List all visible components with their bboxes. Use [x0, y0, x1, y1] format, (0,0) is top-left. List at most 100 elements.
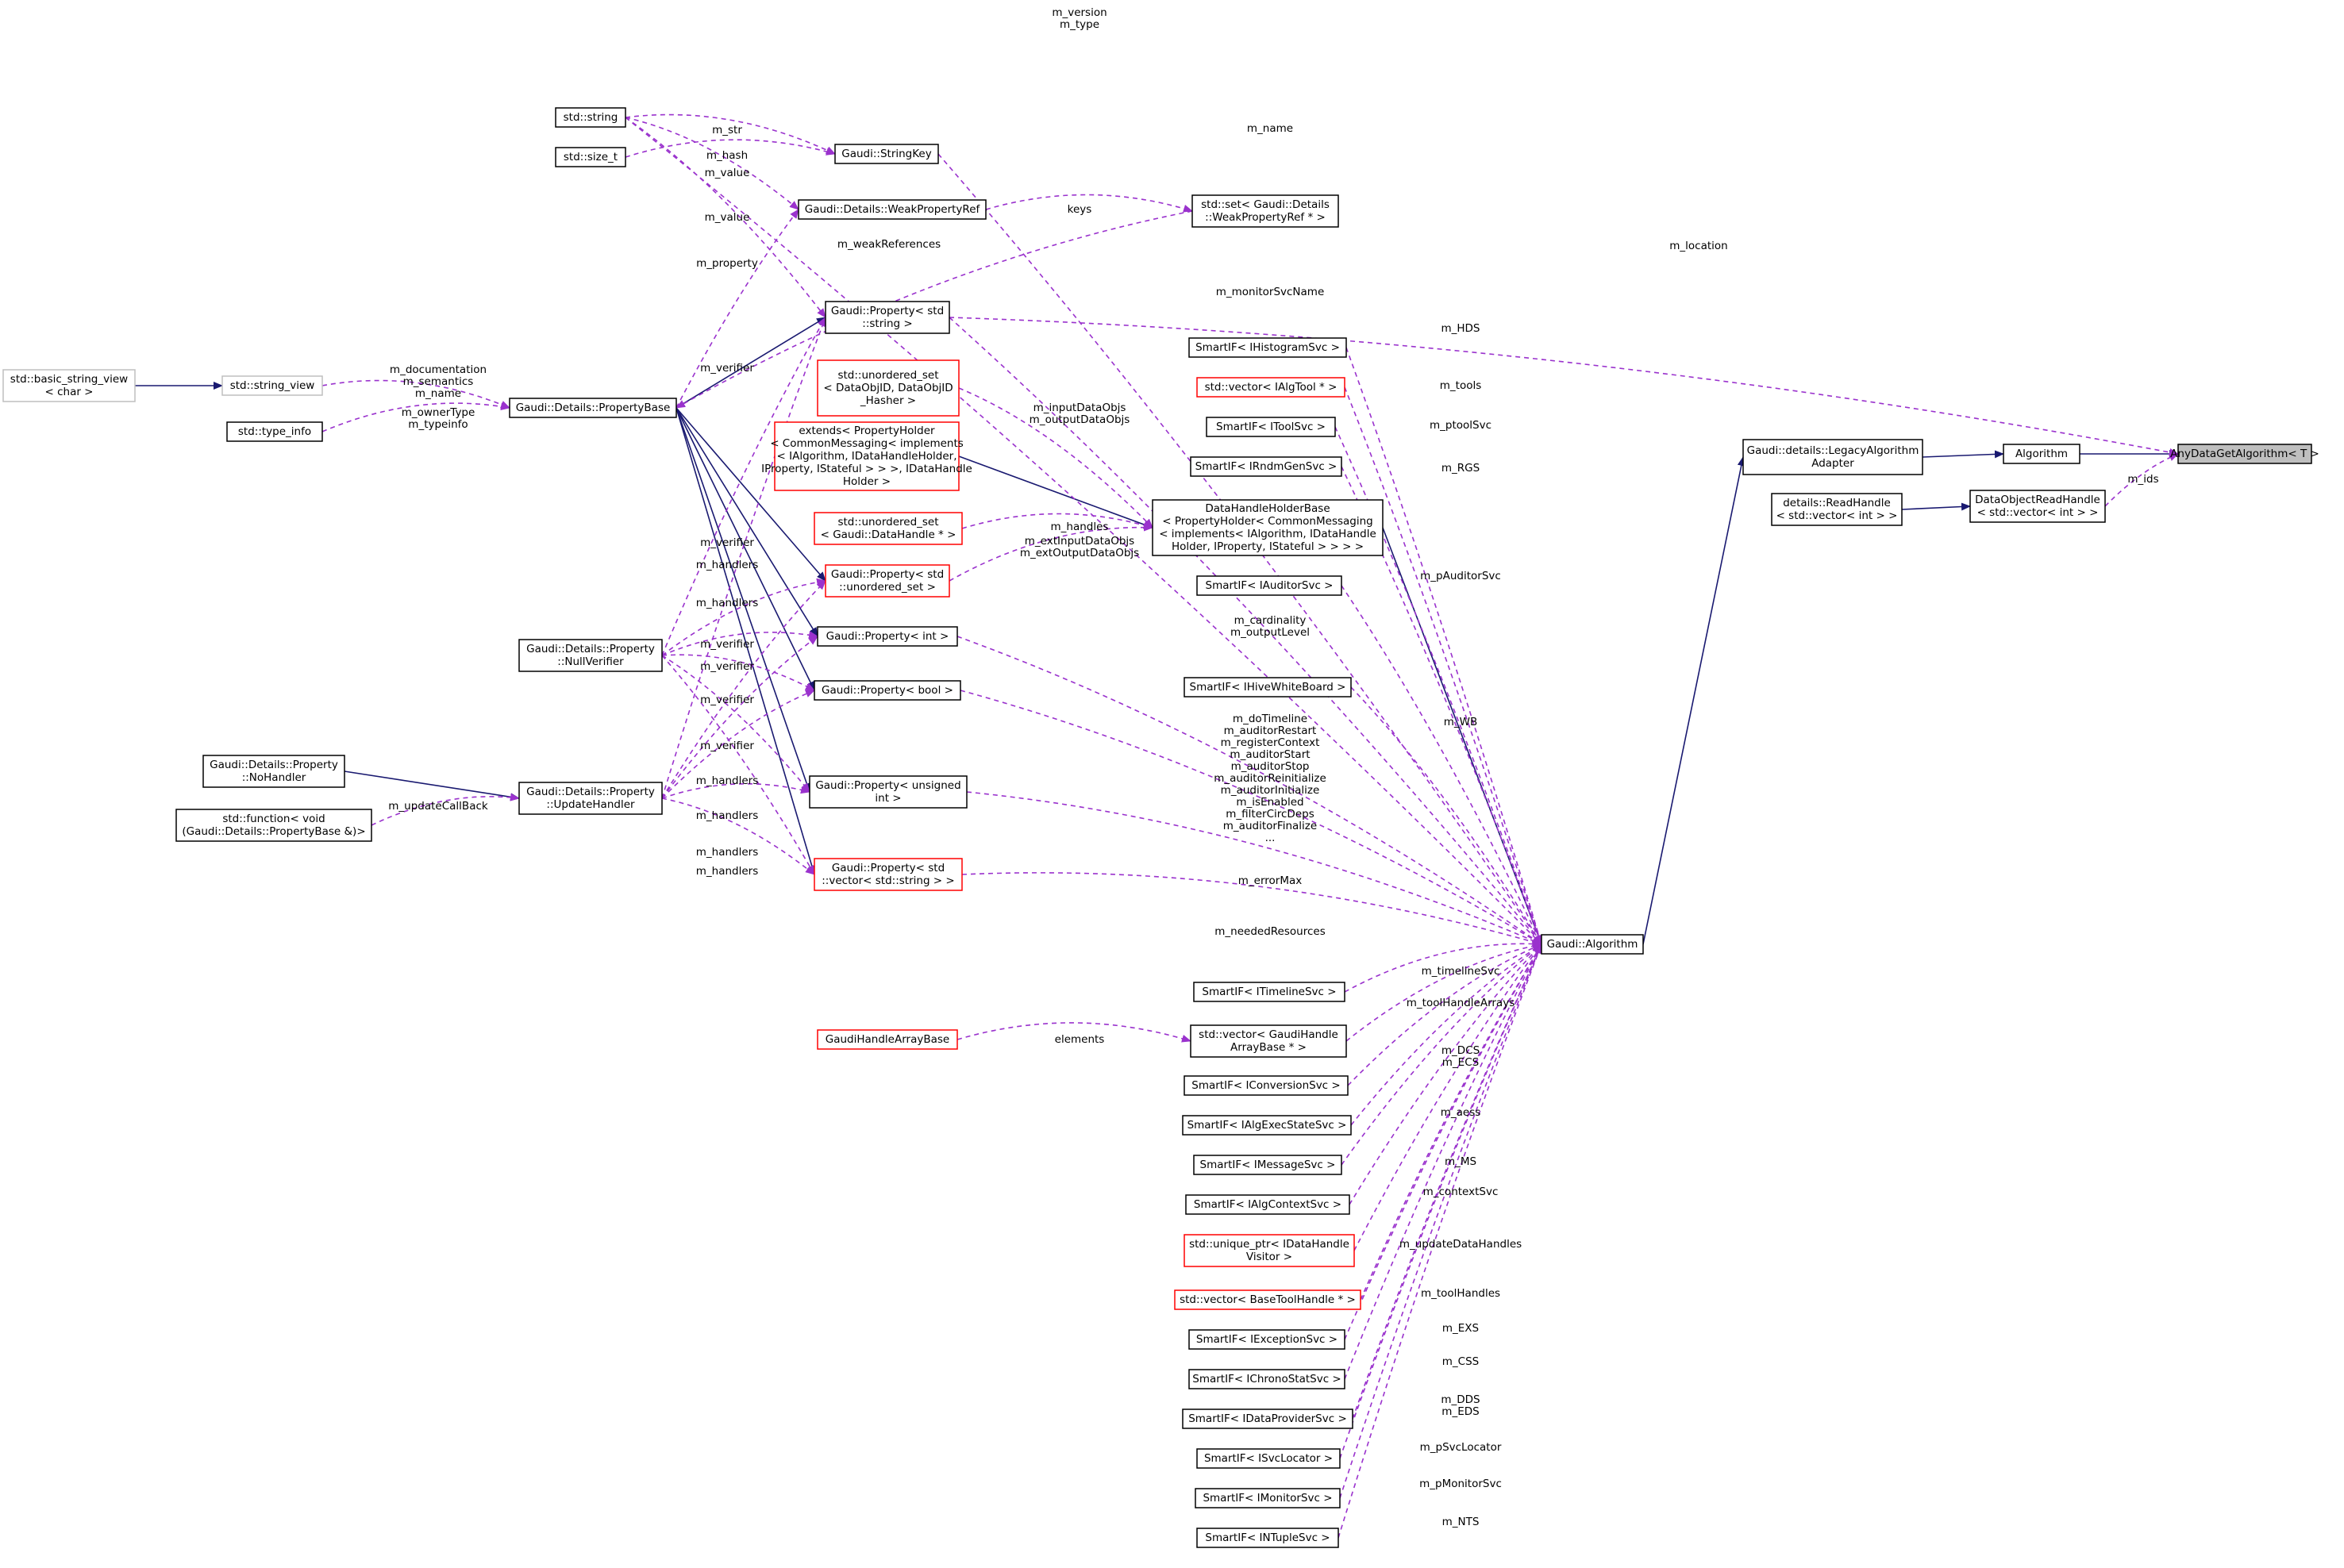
node-std-function[interactable]: std::function< void(Gaudi::Details::Prop… [175, 809, 372, 842]
node-vec-base-tool-handle[interactable]: std::vector< BaseToolHandle * > [1174, 1289, 1361, 1310]
node-label-line: Gaudi::Algorithm [1547, 938, 1638, 951]
inheritance-edge-11 [675, 407, 811, 793]
node-prop-int[interactable]: Gaudi::Property< int > [817, 626, 958, 647]
node-vec-gaudi-handle-array[interactable]: std::vector< GaudiHandleArrayBase * > [1190, 1024, 1347, 1058]
node-string-key[interactable]: Gaudi::StringKey [834, 144, 939, 164]
node-intuple-svc[interactable]: SmartIF< INTupleSvc > [1196, 1528, 1339, 1548]
node-stdstring[interactable]: std::string [555, 107, 626, 128]
edge-label-dotimeline: ... [1265, 832, 1276, 844]
edge-label-handlers4: m_handlers [696, 809, 759, 822]
node-update-handler[interactable]: Gaudi::Details::Property::UpdateHandler [518, 782, 663, 815]
usage-edge-21 [1334, 426, 1543, 945]
node-ihistogram-svc[interactable]: SmartIF< IHistogramSvc > [1188, 337, 1347, 358]
node-box [1184, 1234, 1355, 1267]
edge-label-pmonitorsvc: m_pMonitorSvc [1419, 1478, 1502, 1490]
usage-edge-29 [1344, 940, 1542, 993]
node-prop-string[interactable]: Gaudi::Property< std::string > [825, 301, 950, 334]
node-label-line: std::set< Gaudi::Details [1201, 198, 1330, 211]
edge-label-verifier4: m_verifier [700, 660, 754, 673]
node-box [2177, 444, 2312, 464]
node-label-line: Gaudi::Property< std [832, 862, 945, 874]
node-label-line: AnyDataGetAlgorithm< T > [2170, 448, 2319, 460]
usage-edge-55 [321, 402, 510, 432]
node-ialg-context-svc[interactable]: SmartIF< IAlgContextSvc > [1185, 1194, 1350, 1215]
edge-label-ms: m_MS [1445, 1155, 1476, 1168]
edge-label-contextsvc: m_contextSvc [1423, 1186, 1499, 1198]
edge-label-timelinesvc: m_timelineSvc [1422, 965, 1500, 978]
node-box [814, 512, 963, 545]
node-prop-vec-string[interactable]: Gaudi::Property< std::vector< std::strin… [814, 858, 963, 891]
node-iconversion-svc[interactable]: SmartIF< IConversionSvc > [1184, 1075, 1349, 1096]
node-type-info[interactable]: std::type_info [226, 421, 323, 442]
inheritance-edge-4 [958, 455, 1153, 528]
edge-label-hds: m_HDS [1441, 322, 1480, 335]
node-algorithm[interactable]: Algorithm [2003, 444, 2080, 464]
node-label-line: Gaudi::Property< unsigned [815, 779, 960, 792]
node-label-line: int > [875, 792, 901, 805]
node-stdsize[interactable]: std::size_t [555, 147, 626, 167]
node-weak-prop-ref[interactable]: Gaudi::Details::WeakPropertyRef [798, 199, 987, 220]
node-label-line: < CommonMessaging< implements [770, 437, 964, 450]
node-imessage-svc[interactable]: SmartIF< IMessageSvc > [1193, 1155, 1342, 1175]
node-label-line: Gaudi::Details::Property [210, 759, 338, 771]
node-irndm-gen-svc[interactable]: SmartIF< IRndmGenSvc > [1190, 456, 1342, 477]
usage-edge-40 [1339, 943, 1542, 1459]
node-label-line: ::vector< std::string > > [822, 874, 954, 887]
edge-label-version: m_type [1060, 18, 1099, 31]
node-gaudi-handle-array-base[interactable]: GaudiHandleArrayBase [817, 1029, 958, 1050]
node-property-base[interactable]: Gaudi::Details::PropertyBase [509, 398, 677, 418]
node-label-line: Adapter [1811, 457, 1854, 470]
node-set-weak-prop-ref[interactable]: std::set< Gaudi::Details::WeakPropertyRe… [1191, 194, 1339, 228]
node-label-line: Gaudi::Details::Property [526, 786, 655, 798]
node-iauditor-svc[interactable]: SmartIF< IAuditorSvc > [1196, 575, 1342, 596]
node-ialg-exec-state-svc[interactable]: SmartIF< IAlgExecStateSvc > [1182, 1115, 1352, 1136]
node-prop-unordered-set[interactable]: Gaudi::Property< std::unordered_set > [825, 564, 950, 598]
node-label-line: ::string > [862, 317, 912, 330]
node-idata-provider-svc[interactable]: SmartIF< IDataProviderSvc > [1182, 1409, 1353, 1429]
usage-edge-61 [661, 655, 815, 875]
node-vec-ialg-tool[interactable]: std::vector< IAlgTool * > [1196, 377, 1345, 398]
node-unordered-set-data-obj[interactable]: std::unordered_set< DataObjID, DataObjID… [817, 359, 960, 417]
node-ihive-white-board[interactable]: SmartIF< IHiveWhiteBoard > [1184, 677, 1352, 698]
usage-edge-27 [966, 791, 1542, 945]
node-read-handle[interactable]: details::ReadHandle< std::vector< int > … [1771, 493, 1903, 526]
node-label-line: SmartIF< IChronoStatSvc > [1192, 1373, 1341, 1385]
node-itimeline-svc[interactable]: SmartIF< ITimelineSvc > [1193, 982, 1345, 1002]
edge-label-ownertype: m_ownerType [402, 406, 475, 419]
node-box [1188, 1329, 1345, 1350]
edge-label-extinput: m_extOutputDataObjs [1020, 547, 1139, 559]
node-data-obj-read-handle[interactable]: DataObjectReadHandle< std::vector< int >… [1969, 490, 2106, 523]
node-basic-string-view[interactable]: std::basic_string_view< char > [2, 369, 136, 402]
node-box [1182, 1115, 1352, 1136]
edge-label-dotimeline: m_auditorInitialize [1221, 784, 1320, 797]
node-label-line: details::ReadHandle [1783, 497, 1891, 509]
node-no-handler[interactable]: Gaudi::Details::Property::NoHandler [202, 755, 345, 788]
usage-edge-66 [661, 782, 810, 799]
node-box [1188, 1369, 1345, 1389]
node-iexception-svc[interactable]: SmartIF< IExceptionSvc > [1188, 1329, 1345, 1350]
edge-label-handlers1: m_handlers [696, 559, 759, 571]
node-box [555, 147, 626, 167]
usage-edge-58 [661, 631, 818, 656]
node-prop-bool[interactable]: Gaudi::Property< bool > [814, 680, 961, 701]
node-itool-svc[interactable]: SmartIF< IToolSvc > [1206, 417, 1336, 437]
node-ichrono-stat-svc[interactable]: SmartIF< IChronoStatSvc > [1188, 1369, 1345, 1389]
node-box [1196, 377, 1345, 398]
node-unordered-set-data-handle[interactable]: std::unordered_set< Gaudi::DataHandle * … [814, 512, 963, 545]
node-gaudi-algorithm[interactable]: Gaudi::Algorithm [1541, 934, 1644, 955]
node-box [1193, 982, 1345, 1002]
usage-edge-38 [1344, 943, 1542, 1380]
node-extends[interactable]: extends< PropertyHolder< CommonMessaging… [761, 421, 972, 491]
node-string-view[interactable]: std::string_view [221, 375, 323, 396]
inheritance-edge-13 [344, 771, 520, 801]
node-isvc-locator[interactable]: SmartIF< ISvcLocator > [1196, 1448, 1341, 1469]
node-null-verifier[interactable]: Gaudi::Details::Property::NullVerifier [518, 639, 663, 672]
usage-edge-62 [661, 317, 826, 799]
edge-label-name: m_name [1247, 122, 1293, 135]
node-data-handle-holder-base[interactable]: DataHandleHolderBase< PropertyHolder< Co… [1152, 499, 1384, 556]
node-imonitor-svc[interactable]: SmartIF< IMonitorSvc > [1195, 1488, 1341, 1508]
